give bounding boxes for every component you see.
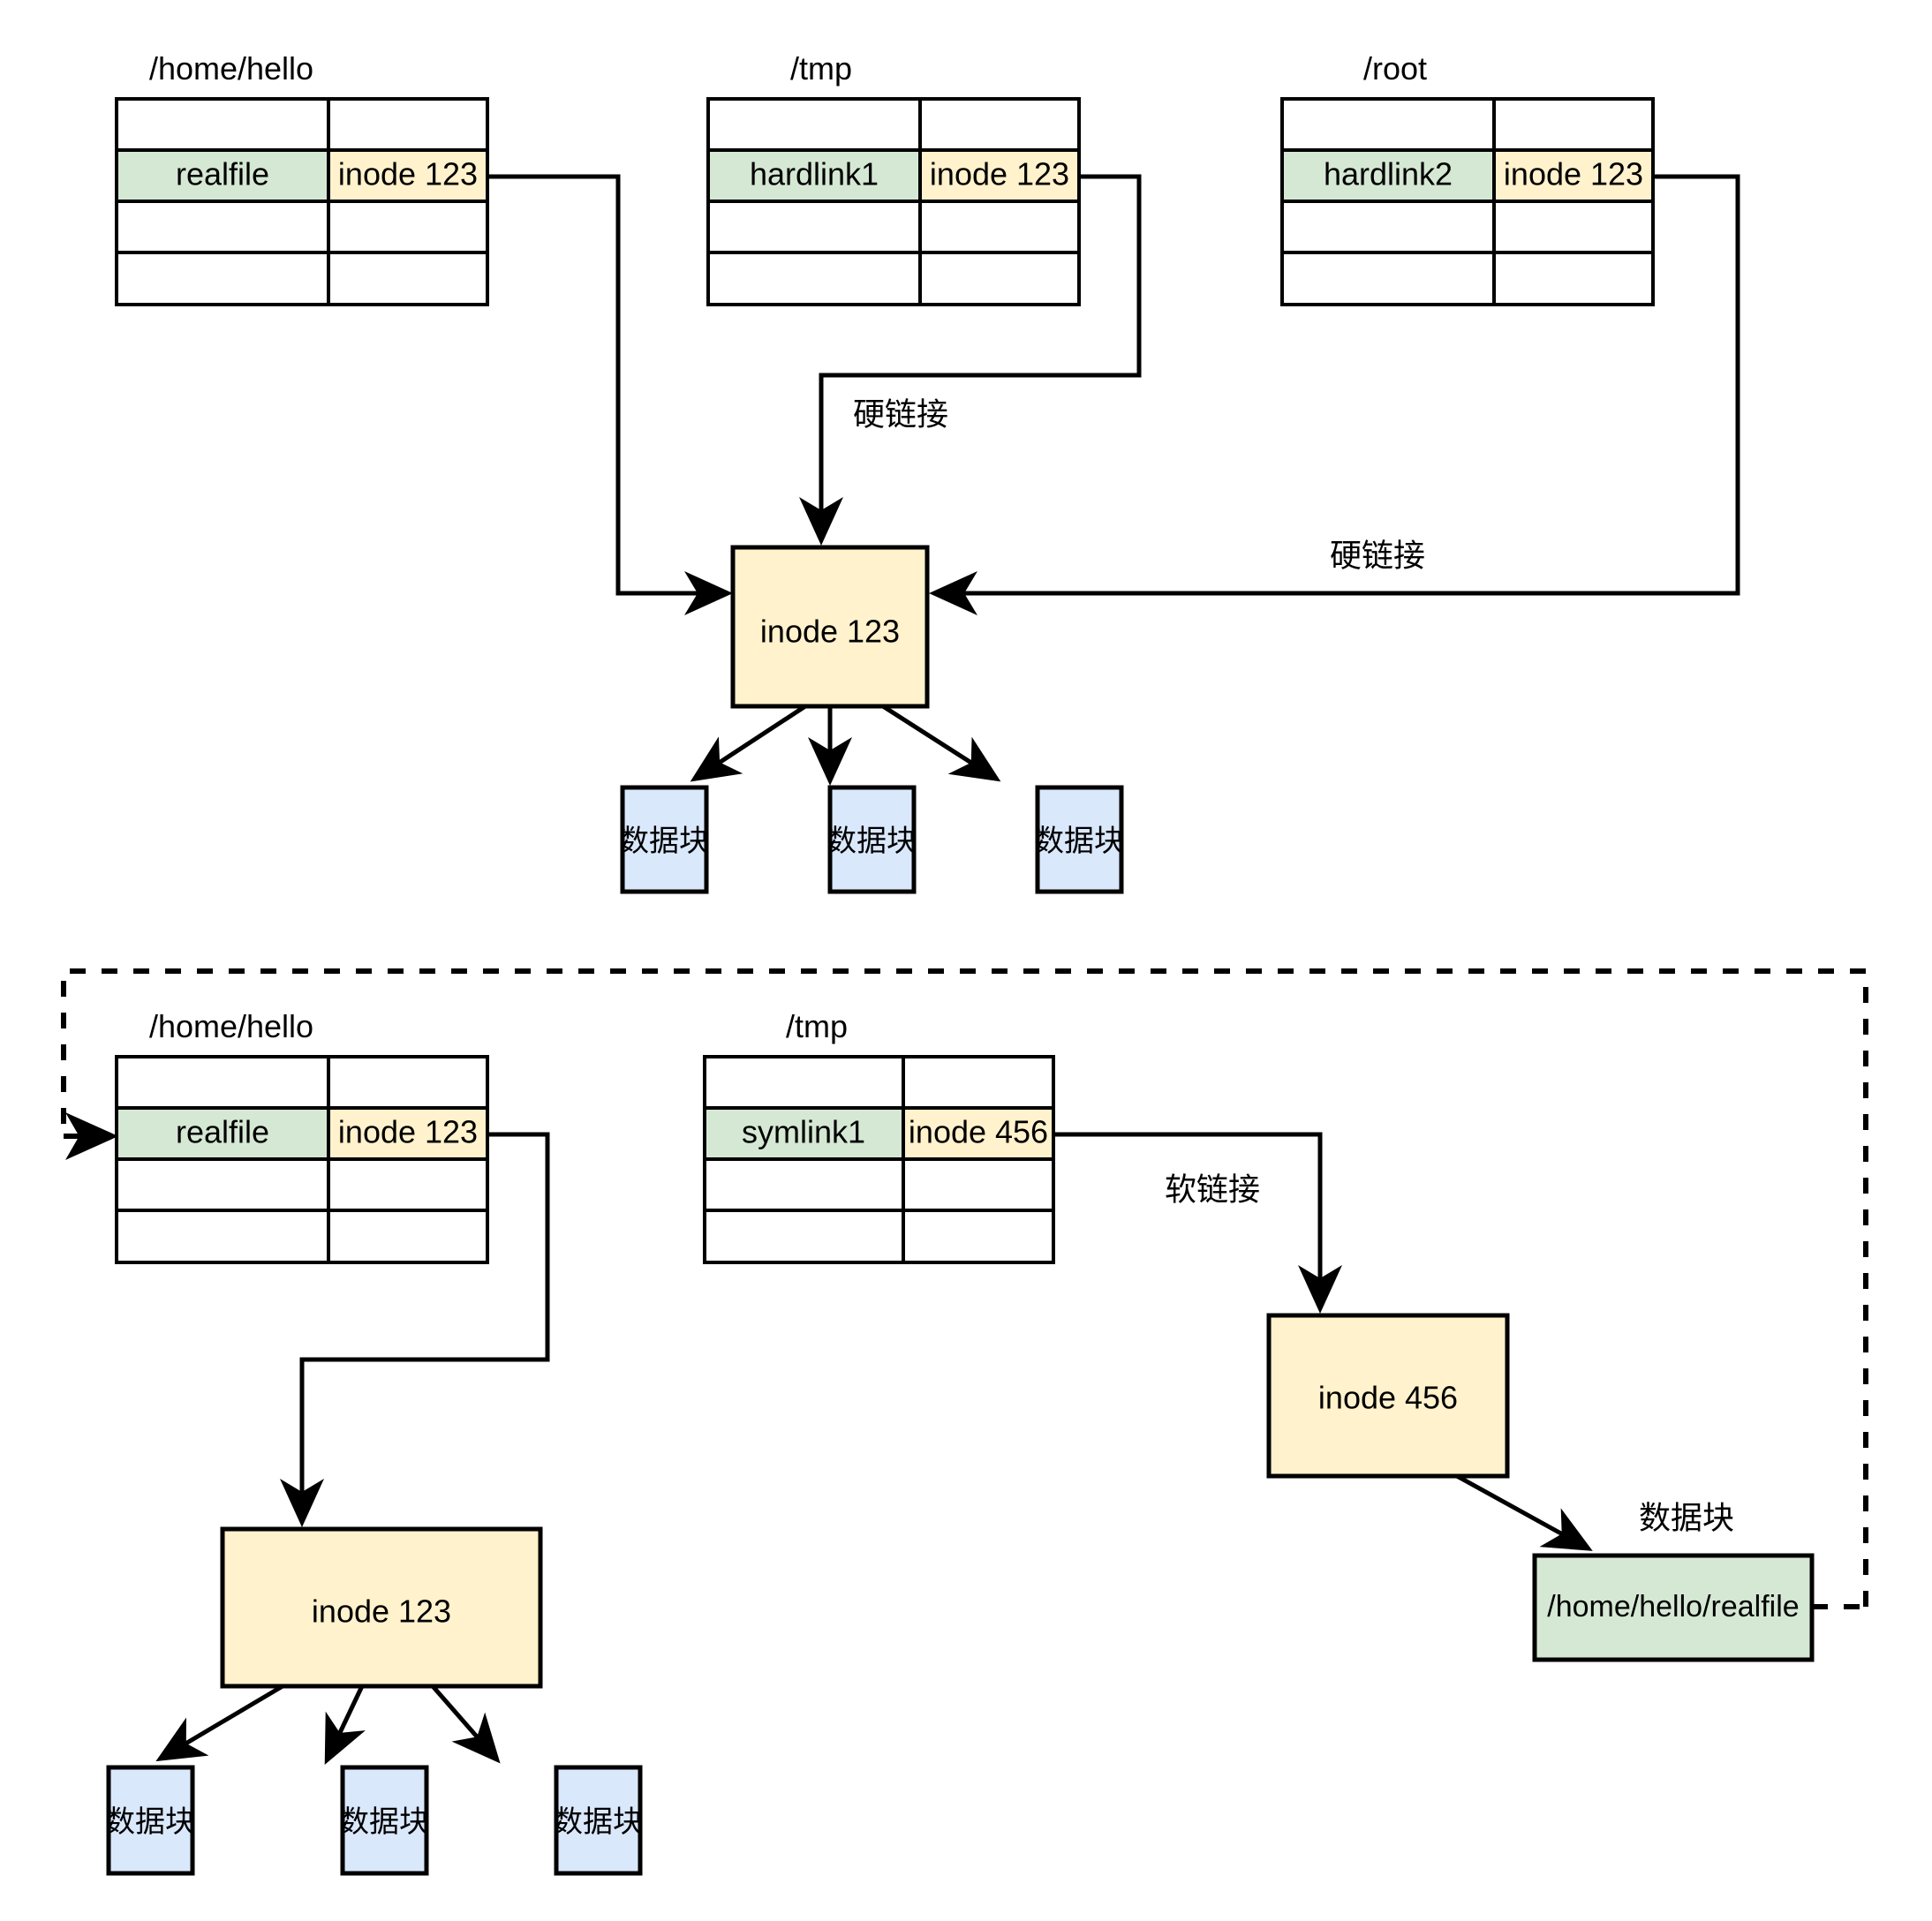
data-block-rect [827, 785, 917, 894]
data-block-rect [340, 1765, 429, 1876]
table-cell-empty [703, 1055, 905, 1110]
dir-label-root-top: /root [1363, 50, 1427, 87]
table-cell-empty [703, 1157, 905, 1212]
dir-entry-name-realfile-top: realfile [176, 156, 269, 192]
data-block-rect [620, 785, 709, 894]
dir-entry-name-symlink1: symlink1 [742, 1114, 865, 1150]
inode-box-rect [730, 545, 930, 709]
table-cell-empty [327, 251, 489, 306]
table-cell-empty [706, 251, 922, 306]
inode-box-456: inode 456 [1266, 1313, 1510, 1479]
table-cell-inode [902, 1106, 1055, 1161]
table-cell-empty [1492, 200, 1655, 254]
dir-table-home-hello-bottom: /home/hello realfile inode 123 [115, 1008, 489, 1264]
table-cell-empty [706, 97, 922, 152]
table-cell-empty [1492, 251, 1655, 306]
table-cell-empty [115, 97, 330, 152]
data-block-bottom-1: 数据块 [105, 1765, 195, 1876]
symlink-target-path-box: /home/hello/realfile [1532, 1553, 1815, 1662]
dir-entry-inode-top-3: inode 123 [1504, 156, 1643, 192]
edge-label-symlink: 软链接 [1165, 1171, 1260, 1208]
connector-hardlink2-to-inode123 [929, 174, 1740, 615]
table-cell-empty [918, 97, 1081, 152]
table-cell-empty [1280, 251, 1496, 306]
data-block-rect [1035, 785, 1124, 894]
symlink-target-path-label: /home/hello/realfile [1547, 1590, 1799, 1623]
table-cell-empty [902, 1209, 1055, 1264]
edge-label-hardlink-right: 硬链接 [1330, 538, 1425, 574]
table-cell-empty [327, 1055, 489, 1110]
table-cell-empty [1492, 97, 1655, 152]
inode-box-rect [1266, 1313, 1510, 1479]
data-block-label: 数据块 [553, 1805, 643, 1839]
data-block-label: 数据块 [1034, 825, 1124, 858]
connector-inode-to-datablock-3 [881, 704, 1001, 782]
data-block-label: 数据块 [619, 825, 709, 858]
data-block-label: 数据块 [105, 1805, 195, 1839]
dir-entry-name-hardlink1: hardlink1 [750, 156, 879, 192]
table-cell-empty [115, 200, 330, 254]
table-cell-empty [327, 200, 489, 254]
table-cell-empty [115, 251, 330, 306]
table-cell-empty [918, 200, 1081, 254]
data-block-bottom-3: 数据块 [553, 1765, 643, 1876]
path-box-rect [1532, 1553, 1815, 1662]
table-cell-empty [327, 1209, 489, 1264]
table-cell-empty [115, 1055, 330, 1110]
dir-label-tmp-bottom: /tmp [786, 1008, 848, 1044]
connector-inode-to-datablock-b1 [155, 1684, 284, 1762]
dir-table-home-hello-top: /home/hello realfile inode 123 [115, 50, 489, 306]
connector-inode-to-datablock-b3 [431, 1684, 501, 1764]
data-block-label: 数据块 [826, 825, 917, 858]
inode-box-123-top: inode 123 [730, 545, 930, 709]
table-cell-empty [115, 1209, 330, 1264]
inode-box-label-bottom-left: inode 123 [312, 1593, 451, 1630]
connector-symlink1-to-inode456 [1053, 1132, 1342, 1314]
dir-label-home-hello-top: /home/hello [149, 50, 313, 87]
dir-table-tmp-top: /tmp hardlink1 inode 123 [706, 50, 1081, 306]
data-block-top-1: 数据块 [619, 785, 709, 894]
connector-realfile-to-inode123-bottom [280, 1132, 550, 1527]
connector-inode-to-datablock-1 [690, 704, 807, 782]
table-cell-empty [1280, 97, 1496, 152]
edge-label-datablock-symlink: 数据块 [1639, 1500, 1734, 1536]
data-block-top-3: 数据块 [1034, 785, 1124, 894]
edge-label-hardlink-top: 硬链接 [853, 396, 948, 433]
inode-box-label-bottom-right: inode 456 [1318, 1380, 1458, 1416]
data-block-rect [554, 1765, 643, 1876]
inode-box-123-bottom: inode 123 [220, 1526, 543, 1689]
table-cell-empty [1280, 200, 1496, 254]
dir-entry-inode-bottom-1: inode 123 [338, 1114, 478, 1150]
table-cell-empty [115, 1157, 330, 1212]
data-block-label: 数据块 [339, 1805, 429, 1839]
table-cell-filename [703, 1106, 905, 1161]
dir-entry-name-realfile-bottom: realfile [176, 1114, 269, 1150]
table-cell-empty [902, 1055, 1055, 1110]
dir-label-tmp-top: /tmp [790, 50, 852, 87]
dir-label-home-hello-bottom: /home/hello [149, 1008, 313, 1044]
table-cell-empty [902, 1157, 1055, 1212]
table-cell-empty [327, 97, 489, 152]
connector-hardlink1-to-inode123 [799, 174, 1142, 546]
dir-table-root-top: /root hardlink2 inode 123 [1280, 50, 1655, 306]
inode-box-label-top: inode 123 [760, 614, 900, 650]
connector-realfile-to-inode123 [487, 174, 733, 615]
inode-box-rect [220, 1526, 543, 1689]
connector-inode456-to-path-box [1455, 1473, 1593, 1551]
table-cell-empty [706, 200, 922, 254]
table-cell-empty [918, 251, 1081, 306]
dir-entry-inode-top-2: inode 123 [930, 156, 1069, 192]
dir-entry-inode-top-1: inode 123 [338, 156, 478, 192]
data-block-bottom-2: 数据块 [339, 1765, 429, 1876]
symlink-resolution-dashed-path [61, 968, 1868, 1607]
data-block-top-2: 数据块 [826, 785, 917, 894]
dir-entry-inode-bottom-2: inode 456 [909, 1114, 1048, 1150]
dir-entry-name-hardlink2: hardlink2 [1324, 156, 1453, 192]
table-cell-empty [327, 1157, 489, 1212]
connector-inode-to-datablock-b2 [324, 1684, 366, 1766]
dir-table-tmp-bottom: /tmp symlink1 inode 456 [703, 1008, 1055, 1264]
data-block-rect [106, 1765, 195, 1876]
table-cell-empty [703, 1209, 905, 1264]
